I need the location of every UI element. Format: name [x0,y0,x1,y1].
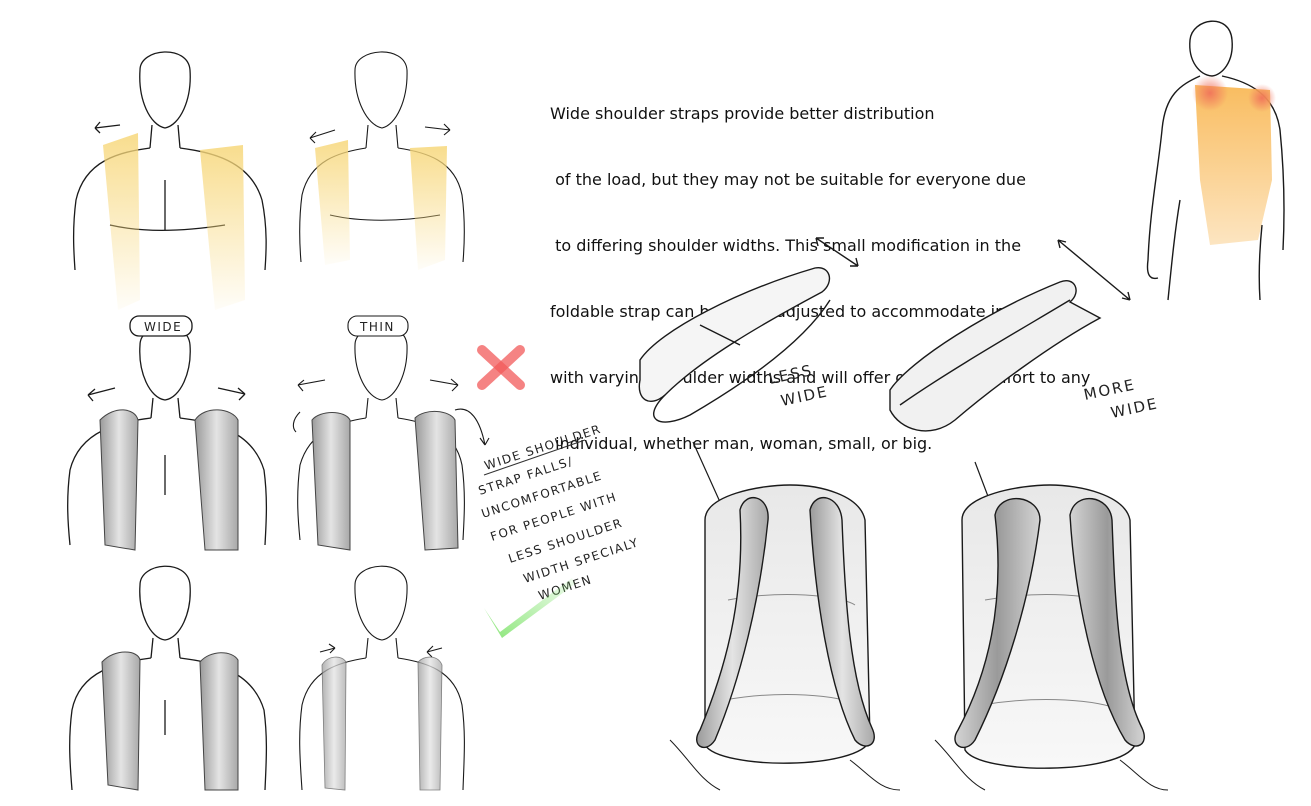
strap-fold-more-wide [890,240,1130,431]
strap-right-narrow [415,411,458,550]
backpack-less-wide [670,485,900,790]
pressure-point-right [1248,84,1276,112]
pressure-point-left [1192,75,1228,111]
check-mark-icon [484,578,575,638]
label-wide: WIDE [1109,394,1160,422]
backpack-more-wide [935,485,1168,790]
x-mark-icon [482,350,520,385]
label-wide: WIDE [779,382,830,410]
strap-left-wide [100,410,138,550]
load-area-left [103,133,140,310]
strap-right-narrow-adjusted [418,657,442,790]
load-area-left-narrow [315,140,350,265]
strap-left-narrow-adjusted [322,657,346,790]
headband-label-wide: WIDE [144,320,182,334]
strap-right-wide [195,410,238,550]
label-less: LESS [767,361,815,388]
strap-left-narrow [312,413,350,551]
load-area-right-narrow [410,146,447,270]
headband-label-thin: THIN [359,320,395,334]
strap-right-adjusted [200,653,238,790]
handwritten-note: WIDE SHOULDER STRAP FALLS/ UNCOMFORTABLE… [477,422,641,603]
strap-left-adjusted [102,652,140,790]
